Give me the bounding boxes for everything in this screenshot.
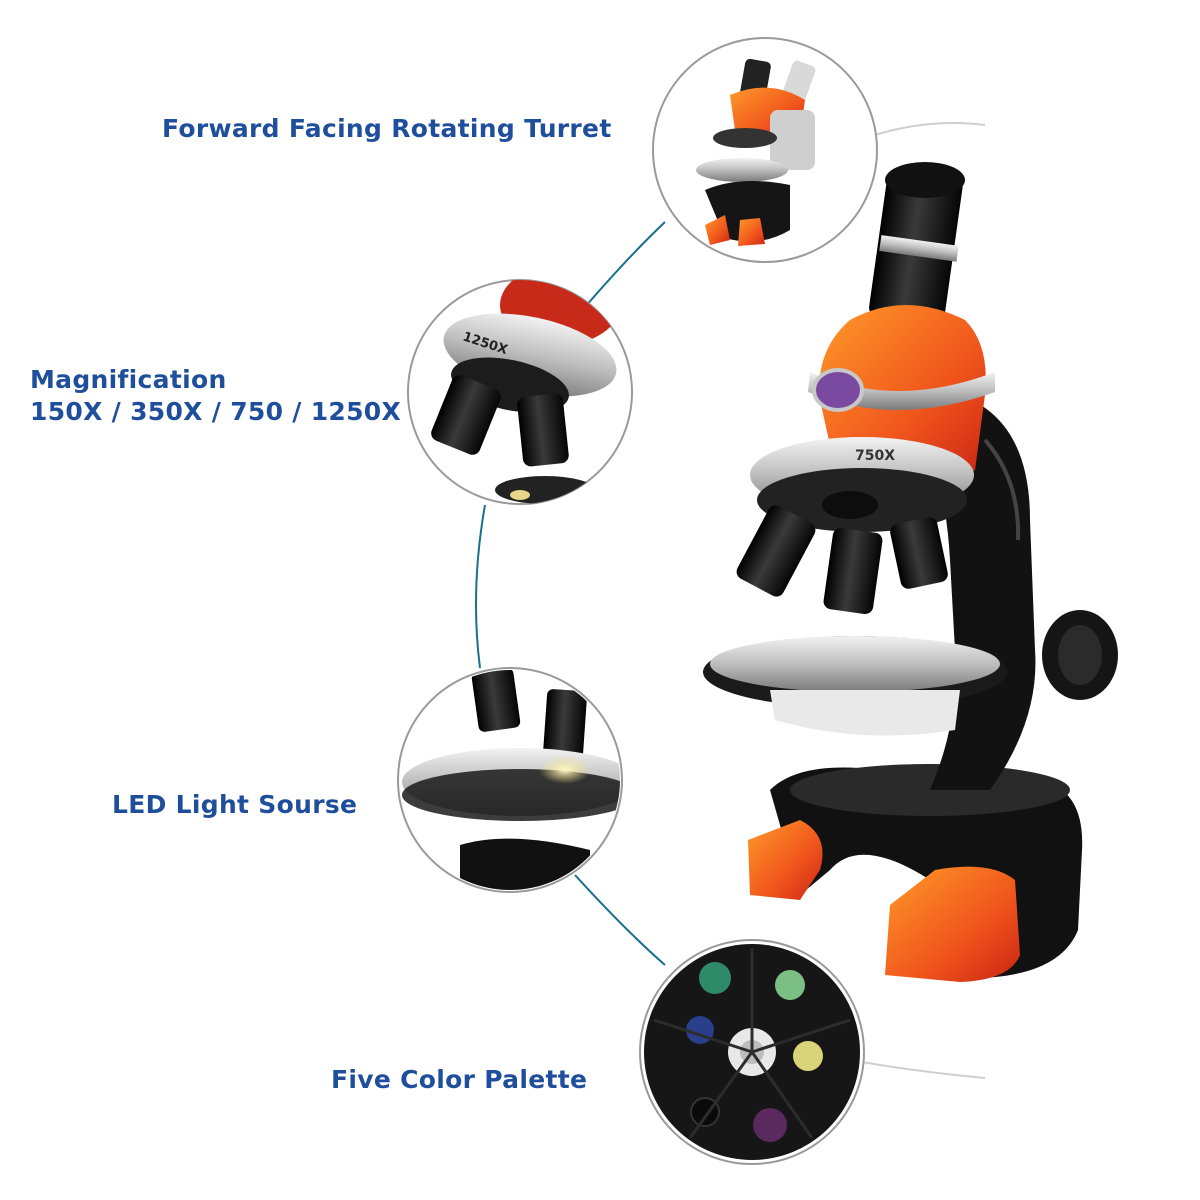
- filter-purple: [753, 1108, 787, 1142]
- filter-light-green: [775, 970, 805, 1000]
- filter-blue: [686, 1016, 714, 1044]
- connector-line-magnification: [475, 504, 486, 669]
- objective-lens-1: [736, 505, 816, 597]
- connector-line-led: [574, 874, 666, 966]
- connector-line-turret-right: [874, 121, 986, 136]
- detail-circle-palette: [639, 939, 865, 1165]
- base-foot-left: [748, 820, 823, 900]
- magnification-values: 150X / 350X / 750 / 1250X: [30, 397, 402, 426]
- filter-yellow: [793, 1041, 823, 1071]
- filter-green: [699, 962, 731, 994]
- connector-line-palette-right: [861, 1061, 986, 1079]
- turret-feature-label: Forward Facing Rotating Turret: [162, 114, 612, 143]
- led-light-glow: [539, 756, 591, 784]
- detail-circle-turret: [652, 37, 878, 263]
- led-feature-label: LED Light Sourse: [112, 790, 358, 819]
- microscope-image: 750X: [703, 162, 1118, 982]
- connector-line-turret: [584, 221, 666, 308]
- turret-magnification-marking: 750X: [855, 448, 895, 464]
- logo-badge: [812, 368, 864, 412]
- detail-circle-magnification: 1250X: [407, 279, 633, 505]
- palette-feature-label: Five Color Palette: [331, 1065, 588, 1094]
- base-foot-right: [885, 866, 1020, 982]
- objective-lens-2: [823, 527, 883, 615]
- objective-lens-3: [890, 517, 948, 589]
- magnification-feature-label: Magnification 150X / 350X / 750 / 1250X: [30, 364, 401, 428]
- magnification-title: Magnification: [30, 365, 227, 394]
- detail-circle-led: [397, 667, 623, 893]
